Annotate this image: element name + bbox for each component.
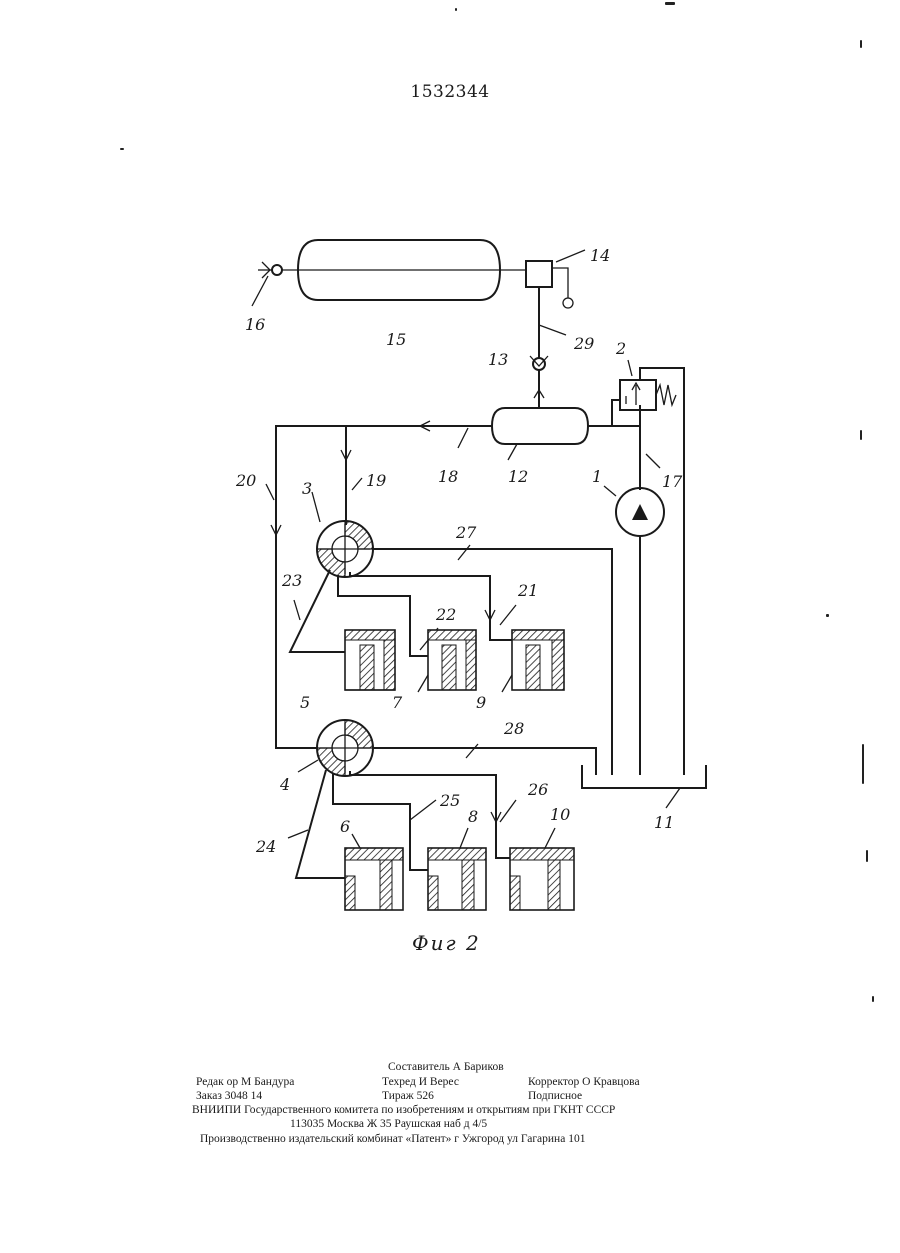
scan-speck [665,2,675,5]
imprint-editor: Редак ор М Бандура [196,1076,294,1088]
scan-speck [866,850,868,862]
scan-speck [120,148,124,150]
imprint-address: 113035 Москва Ж 35 Раушская наб д 4/5 [290,1118,487,1130]
scan-speck [862,744,864,784]
imprint-institute: ВНИИПИ Государственного комитета по изоб… [192,1104,615,1116]
scan-speck [826,614,829,617]
imprint-corrector: Корректор О Кравцова [528,1076,640,1088]
scan-speck [860,40,862,48]
imprint-techred: Техред И Верес [382,1076,459,1088]
imprint-order: Заказ 3048 14 [196,1090,262,1102]
imprint-publisher: Производственно издательский комбинат «П… [200,1133,585,1145]
scan-speck [455,8,457,11]
imprint-compiler: Составитель А Бариков [388,1061,504,1073]
scan-speck [860,430,862,440]
imprint-circulation: Тираж 526 [382,1090,434,1102]
imprint-subscription: Подписное [528,1090,582,1102]
scan-speck [872,996,874,1002]
